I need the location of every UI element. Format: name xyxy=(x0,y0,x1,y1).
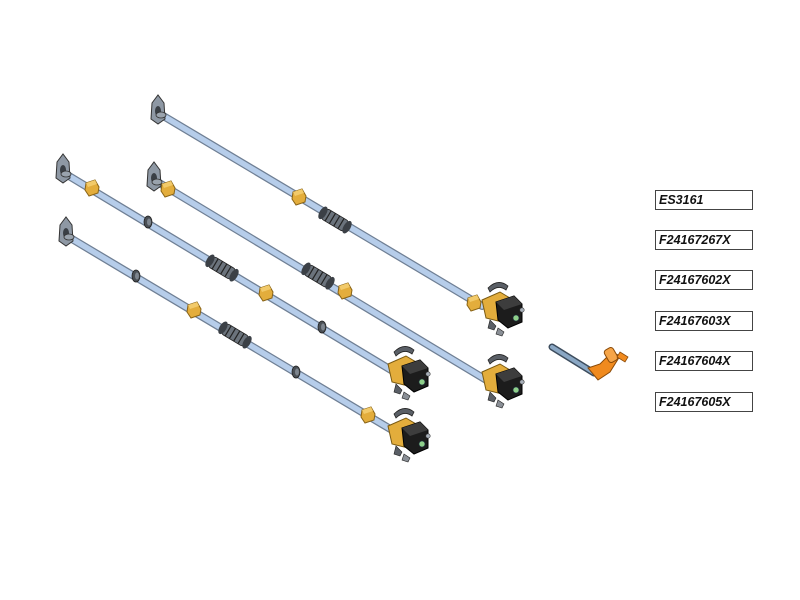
crank-handle xyxy=(548,343,629,381)
part-label-f24167604x: F24167604X xyxy=(655,351,753,371)
part-label-f24167602x: F24167602X xyxy=(655,270,753,290)
shaft-assembly-4 xyxy=(58,216,431,463)
shaft-assembly-3 xyxy=(55,153,431,401)
part-label-f24167605x: F24167605X xyxy=(655,392,753,412)
part-label-f24167267x: F24167267X xyxy=(655,230,753,250)
part-label-es3161: ES3161 xyxy=(655,190,753,210)
shaft-assembly-1 xyxy=(150,94,525,337)
shaft-assembly-2 xyxy=(146,161,525,409)
part-label-f24167603x: F24167603X xyxy=(655,311,753,331)
